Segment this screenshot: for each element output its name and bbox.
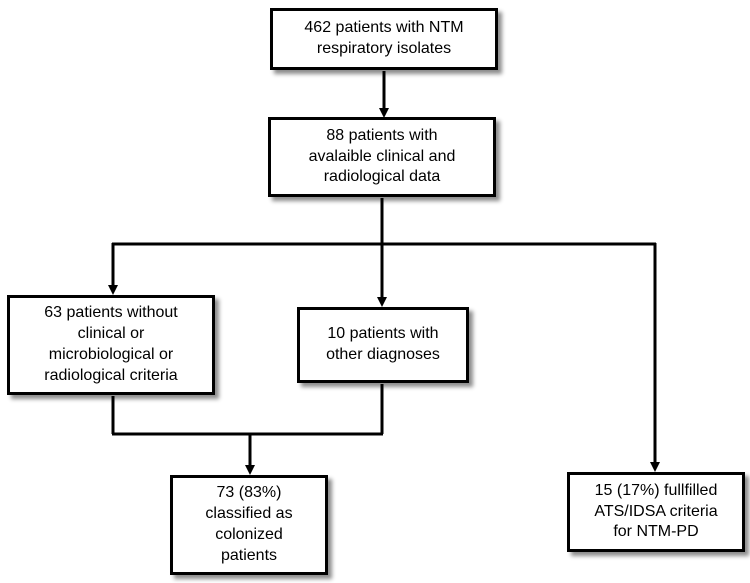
- node-colonized-label: 73 (83%) classified as colonized patient…: [205, 484, 293, 564]
- node-other-diagnoses-label: 10 patients with other diagnoses: [326, 325, 440, 363]
- node-ntm-pd-label: 15 (17%) fullfilled ATS/IDSA criteria fo…: [594, 481, 718, 541]
- node-other-diagnoses: 10 patients with other diagnoses: [297, 307, 469, 383]
- node-colonized: 73 (83%) classified as colonized patient…: [170, 475, 328, 575]
- node-available-data-label: 88 patients with avalaible clinical and …: [308, 126, 456, 186]
- node-total-isolates-label: 462 patients with NTM respiratory isolat…: [304, 19, 464, 57]
- node-available-data: 88 patients with avalaible clinical and …: [268, 117, 496, 197]
- node-total-isolates: 462 patients with NTM respiratory isolat…: [270, 8, 498, 70]
- node-without-criteria-label: 63 patients without clinical or microbio…: [44, 304, 178, 384]
- node-without-criteria: 63 patients without clinical or microbio…: [7, 295, 215, 395]
- node-ntm-pd: 15 (17%) fullfilled ATS/IDSA criteria fo…: [567, 472, 745, 552]
